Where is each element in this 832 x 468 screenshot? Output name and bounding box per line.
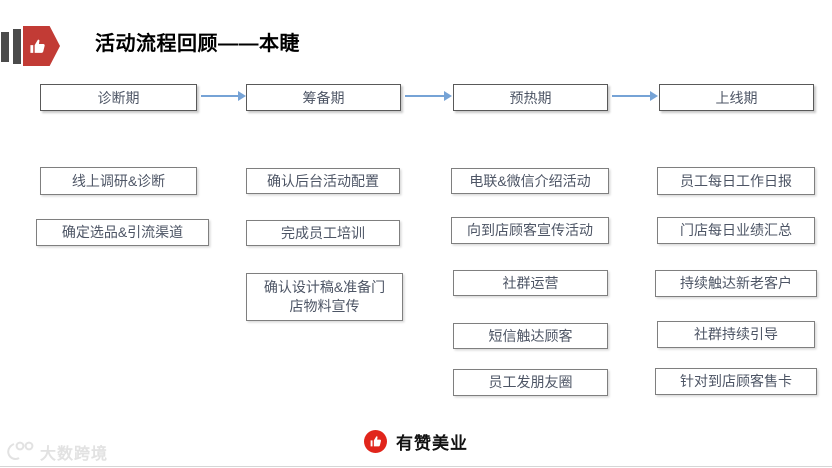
phase-header-diagnosis: 诊断期 (40, 84, 197, 111)
right-arrow-icon (612, 91, 658, 101)
page-title: 活动流程回顾——本睫 (95, 33, 300, 55)
task-box: 社群运营 (453, 270, 608, 296)
task-box: 员工每日工作日报 (657, 167, 815, 195)
thumbs-up-icon (370, 436, 382, 447)
title-marker (0, 25, 62, 66)
task-box: 向到店顾客宣传活动 (451, 217, 609, 244)
brand-footer: 有赞美业 (0, 429, 832, 454)
task-box: 确认设计稿&准备门 店物料宣传 (246, 273, 403, 321)
thumbs-up-icon (30, 39, 45, 53)
phase-header-launch: 上线期 (659, 84, 814, 111)
phase-header-warmup: 预热期 (453, 84, 608, 111)
right-arrow-icon (405, 91, 452, 101)
swirl-100-icon (7, 441, 34, 460)
thumbs-up-flag-icon (23, 26, 60, 66)
task-box: 门店每日业绩汇总 (657, 217, 815, 244)
right-arrow-icon (201, 91, 246, 101)
watermark: 大数跨境 (5, 440, 108, 464)
phase-header-preparation: 筹备期 (246, 84, 401, 111)
task-box: 短信触达顾客 (453, 323, 608, 349)
bottom-divider (0, 466, 832, 467)
task-box: 线上调研&诊断 (40, 167, 197, 195)
task-box: 确认后台活动配置 (246, 168, 400, 194)
task-box: 电联&微信介绍活动 (451, 168, 609, 194)
task-box: 社群持续引导 (657, 321, 815, 348)
task-box: 员工发朋友圈 (453, 369, 608, 396)
marker-bar (1, 32, 9, 62)
task-box: 持续触达新老客户 (655, 270, 817, 297)
task-box: 完成员工培训 (246, 220, 400, 246)
task-box: 确定选品&引流渠道 (36, 219, 209, 246)
thumbs-up-circle-icon (364, 430, 387, 453)
watermark-text: 大数跨境 (40, 446, 109, 463)
brand-name: 有赞美业 (396, 434, 468, 453)
task-box: 针对到店顾客售卡 (655, 368, 817, 395)
marker-bar (13, 29, 21, 64)
